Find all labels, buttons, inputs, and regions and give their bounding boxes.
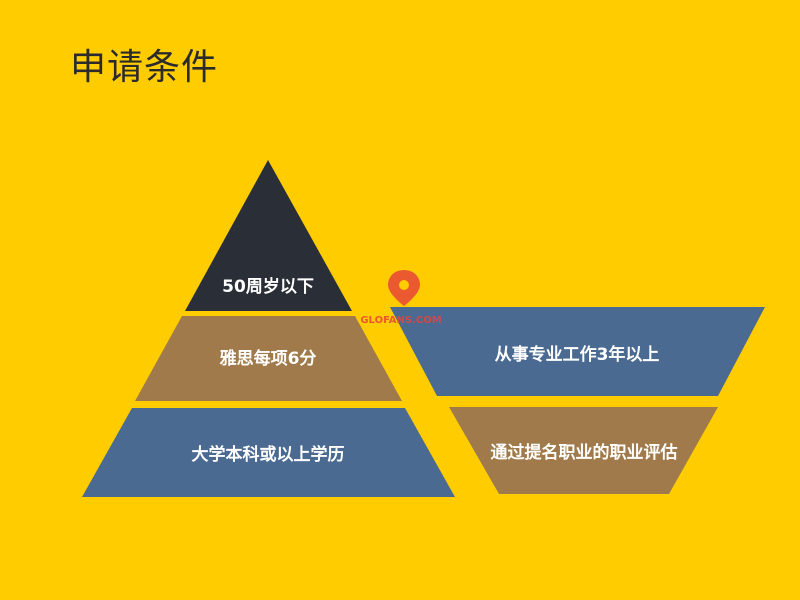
funnel-label-1: 从事专业工作3年以上 xyxy=(495,344,660,365)
pyramid-tier-3 xyxy=(82,408,455,497)
page-title: 申请条件 xyxy=(70,47,219,88)
pyramid-label-2: 雅思每项6分 xyxy=(219,348,317,369)
pyramid-tier-2 xyxy=(135,316,402,401)
funnel-label-2: 通过提名职业的职业评估 xyxy=(491,442,678,463)
funnel-tier-1 xyxy=(390,307,765,396)
watermark-logo: GLOFANS.COM xyxy=(360,270,442,326)
watermark-text: GLOFANS.COM xyxy=(360,315,441,326)
funnel-tier-2 xyxy=(449,407,718,494)
pyramid-label-1: 50周岁以下 xyxy=(222,276,314,297)
pyramid-label-3: 大学本科或以上学历 xyxy=(192,444,345,465)
map-pin-dot xyxy=(399,280,409,290)
pyramid-tier-1 xyxy=(185,160,352,311)
